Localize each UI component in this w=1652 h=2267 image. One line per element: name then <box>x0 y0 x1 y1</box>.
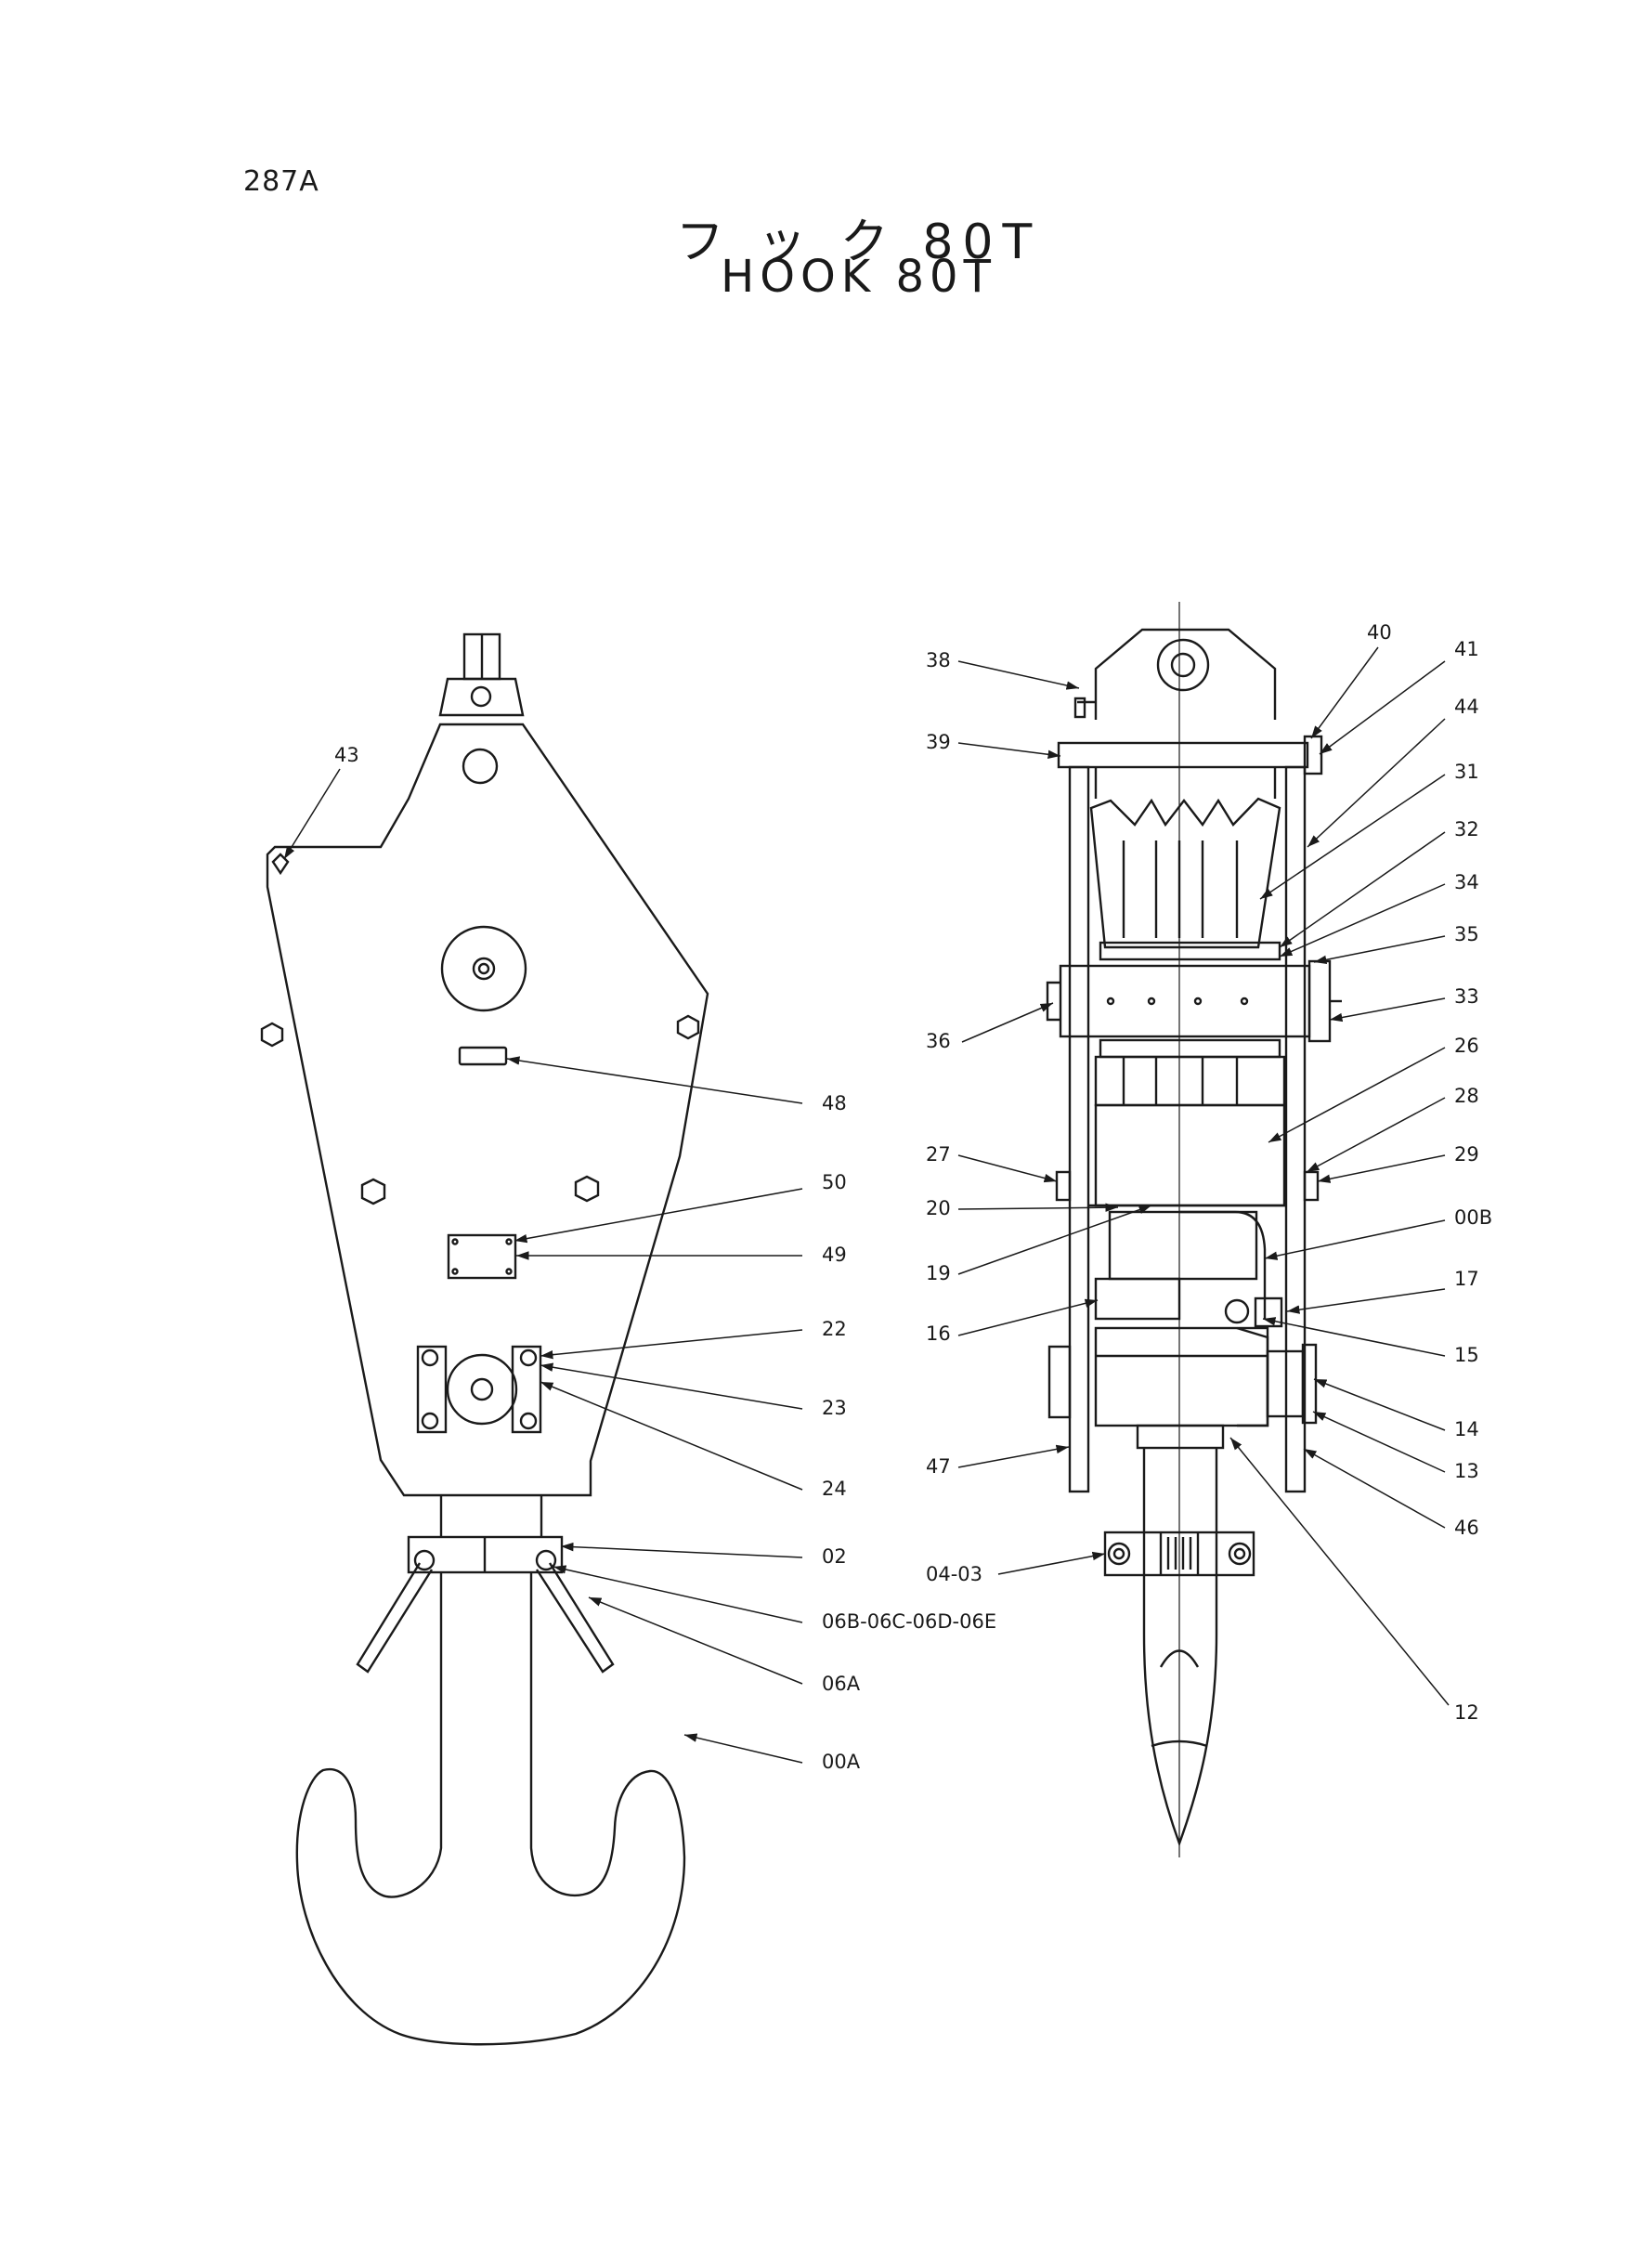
bearing-housing <box>1108 1210 1258 1281</box>
callout-26: 26 <box>1454 1035 1479 1057</box>
top-pin <box>1057 741 1309 769</box>
callout-16: 16 <box>926 1322 951 1345</box>
callout-00a: 00A <box>822 1751 861 1773</box>
latch-right <box>535 1562 615 1674</box>
hook-shank <box>1136 1424 1225 1847</box>
callout-23: 23 <box>822 1397 847 1419</box>
callout-06b-06c-06d-06e: 06B-06C-06D-06E <box>822 1610 996 1633</box>
nut-upper-right <box>676 1014 700 1040</box>
leader-lines <box>283 646 1450 1764</box>
callout-36: 36 <box>926 1030 951 1052</box>
callout-04-03: 04-03 <box>926 1563 982 1585</box>
callout-29: 29 <box>1454 1143 1479 1166</box>
side-plate-right <box>1284 765 1307 1493</box>
lower-housing <box>1094 1326 1269 1427</box>
title-english: HOOK 80T <box>721 251 996 303</box>
nut-mid-left <box>360 1178 386 1205</box>
latch-left <box>356 1562 434 1674</box>
lower-sheaves <box>1094 1038 1286 1107</box>
center-shaft <box>1059 964 1311 1038</box>
callout-47: 47 <box>926 1455 951 1478</box>
top-lug <box>438 632 525 717</box>
callout-12: 12 <box>1454 1701 1479 1724</box>
upper-pin-hole <box>462 748 499 785</box>
callout-49: 49 <box>822 1244 847 1266</box>
callout-20: 20 <box>926 1197 951 1219</box>
callout-46: 46 <box>1454 1517 1479 1539</box>
callout-14: 14 <box>1454 1418 1479 1440</box>
callout-32: 32 <box>1454 818 1479 840</box>
callout-24: 24 <box>822 1478 847 1500</box>
callout-48: 48 <box>822 1092 847 1114</box>
side-plate-left <box>1068 765 1090 1493</box>
callout-15: 15 <box>1454 1344 1479 1366</box>
callout-28: 28 <box>1454 1085 1479 1107</box>
callout-34: 34 <box>1454 871 1479 893</box>
callout-39: 39 <box>926 731 951 753</box>
front-view <box>260 632 709 2046</box>
shank-clamp <box>1103 1531 1255 1577</box>
callout-labels: 43 48 50 49 22 23 24 02 06B-06C-06D-06E … <box>334 621 1492 1773</box>
callout-35: 35 <box>1454 923 1479 945</box>
name-plate <box>447 1233 517 1280</box>
callout-38: 38 <box>926 649 951 671</box>
callout-19: 19 <box>926 1262 951 1284</box>
side-view <box>1046 602 1342 1857</box>
bolt-43 <box>271 853 290 876</box>
callout-06a: 06A <box>822 1673 861 1695</box>
sheave-hub <box>440 925 527 1066</box>
side-plate <box>266 723 709 1497</box>
nut-mid-right <box>574 1175 600 1203</box>
lower-hub <box>416 1345 542 1434</box>
callout-41: 41 <box>1454 638 1479 660</box>
callout-33: 33 <box>1454 985 1479 1008</box>
callout-40: 40 <box>1367 621 1392 644</box>
top-bracket <box>1094 628 1277 720</box>
callout-31: 31 <box>1454 761 1479 783</box>
page-code: 287A <box>243 165 319 198</box>
callout-13: 13 <box>1454 1460 1479 1482</box>
callout-43: 43 <box>334 744 359 766</box>
callout-50: 50 <box>822 1171 847 1193</box>
spacer-26 <box>1094 1103 1286 1207</box>
nut-upper-left <box>260 1022 284 1048</box>
callout-22: 22 <box>822 1318 847 1340</box>
title-japanese: フ ッ ク 80T <box>675 215 1042 270</box>
callout-44: 44 <box>1454 696 1479 718</box>
callout-17: 17 <box>1454 1268 1479 1290</box>
callout-02: 02 <box>822 1545 847 1568</box>
hook-body <box>295 1572 686 2046</box>
callout-00b: 00B <box>1454 1206 1492 1229</box>
callout-27: 27 <box>926 1143 951 1166</box>
upper-sheaves <box>1089 797 1281 961</box>
